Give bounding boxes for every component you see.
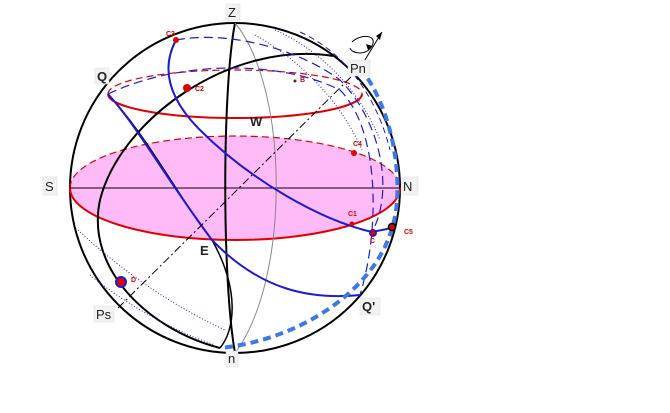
point-c5[interactable] [387,222,397,232]
point-d[interactable] [115,276,127,288]
label-west: W [250,114,263,129]
point-c1[interactable] [349,221,355,227]
celestial-equator-back [107,67,374,296]
point-c2[interactable] [183,84,191,92]
horizon-front-edge [69,187,401,241]
label-c3: C3 [166,31,175,38]
diurnal-circle-back [175,36,384,233]
point-c3[interactable] [173,37,179,43]
label-south-pole: Ps [96,307,112,322]
point-c[interactable] [369,229,377,237]
label-c5: C5 [404,229,413,236]
point-b[interactable] [293,79,297,83]
label-c1: C1 [348,211,357,218]
label-c4: C4 [353,141,362,148]
label-d: D [131,277,136,284]
dotted-arc-lower-1 [77,229,226,331]
point-c4[interactable] [351,150,357,156]
meridian-zenith-nadir-thin [234,22,277,354]
label-c2: C2 [195,86,204,93]
parallel-upper-back [107,69,363,95]
label-north: N [403,179,412,194]
highlighted-meridian-arc [219,66,400,350]
rotation-arrow-icon [349,31,383,69]
parallel-upper-front [107,93,363,119]
label-east: E [200,243,209,258]
label-nadir: n [228,351,235,366]
meridian-zenith-nadir-front [224,22,236,354]
label-b: B [300,77,305,84]
diurnal-circle-front [167,39,373,233]
great-circle-west-east [96,53,334,349]
label-c: C [370,238,375,245]
label-south: S [45,179,54,194]
celestial-equator-front [107,93,361,298]
label-zenith: Z [228,5,236,20]
label-north-pole: Pn [350,61,366,76]
dotted-arc-upper-1 [254,34,363,151]
polar-axis [117,67,361,309]
label-q: Q [97,69,107,84]
label-q-prime: Q' [362,299,375,314]
